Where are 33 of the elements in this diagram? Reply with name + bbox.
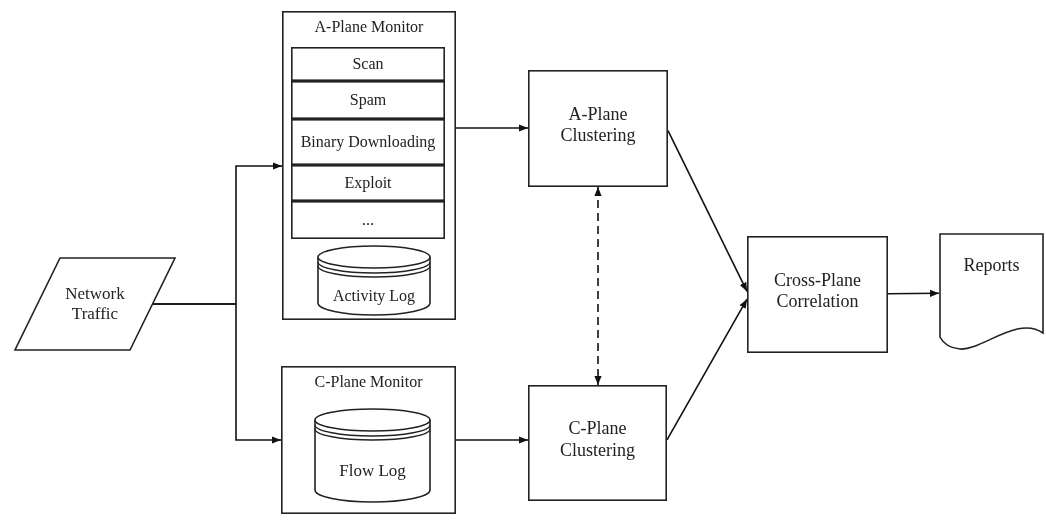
node-label: Cross-Plane Correlation (773, 269, 862, 313)
node-label: Binary Downloading (299, 132, 437, 152)
list-row (291, 81, 445, 119)
node-label: Scan (351, 54, 385, 74)
node-label: ... (361, 210, 375, 230)
list-row (291, 201, 445, 239)
process-box (528, 70, 668, 187)
database-cylinder (314, 408, 431, 502)
node-label: Reports (962, 255, 1021, 277)
arrow (666, 298, 748, 441)
node-label: Exploit (343, 173, 393, 193)
node-label: Flow Log (338, 460, 407, 482)
database-cylinder (317, 245, 431, 315)
monitor-panel (282, 11, 456, 320)
panel-title: A-Plane Monitor (313, 17, 425, 37)
process-box (528, 385, 667, 501)
input-parallelogram (14, 257, 176, 351)
arrow (594, 186, 602, 386)
node-label: C-Plane Clustering (559, 417, 636, 462)
monitor-panel (281, 366, 456, 514)
list-row (291, 119, 445, 165)
list-row (291, 165, 445, 201)
panel-title: C-Plane Monitor (313, 372, 424, 392)
arrow (887, 289, 940, 297)
arrow (455, 124, 529, 132)
process-box (747, 236, 888, 353)
arrow (152, 303, 282, 444)
arrow (455, 436, 529, 444)
node-label: A-Plane Clustering (559, 103, 637, 147)
node-label: Network Traffic (64, 283, 126, 325)
node-label: Spam (348, 90, 388, 110)
node-label: Activity Log (331, 286, 417, 306)
list-row (291, 47, 445, 81)
